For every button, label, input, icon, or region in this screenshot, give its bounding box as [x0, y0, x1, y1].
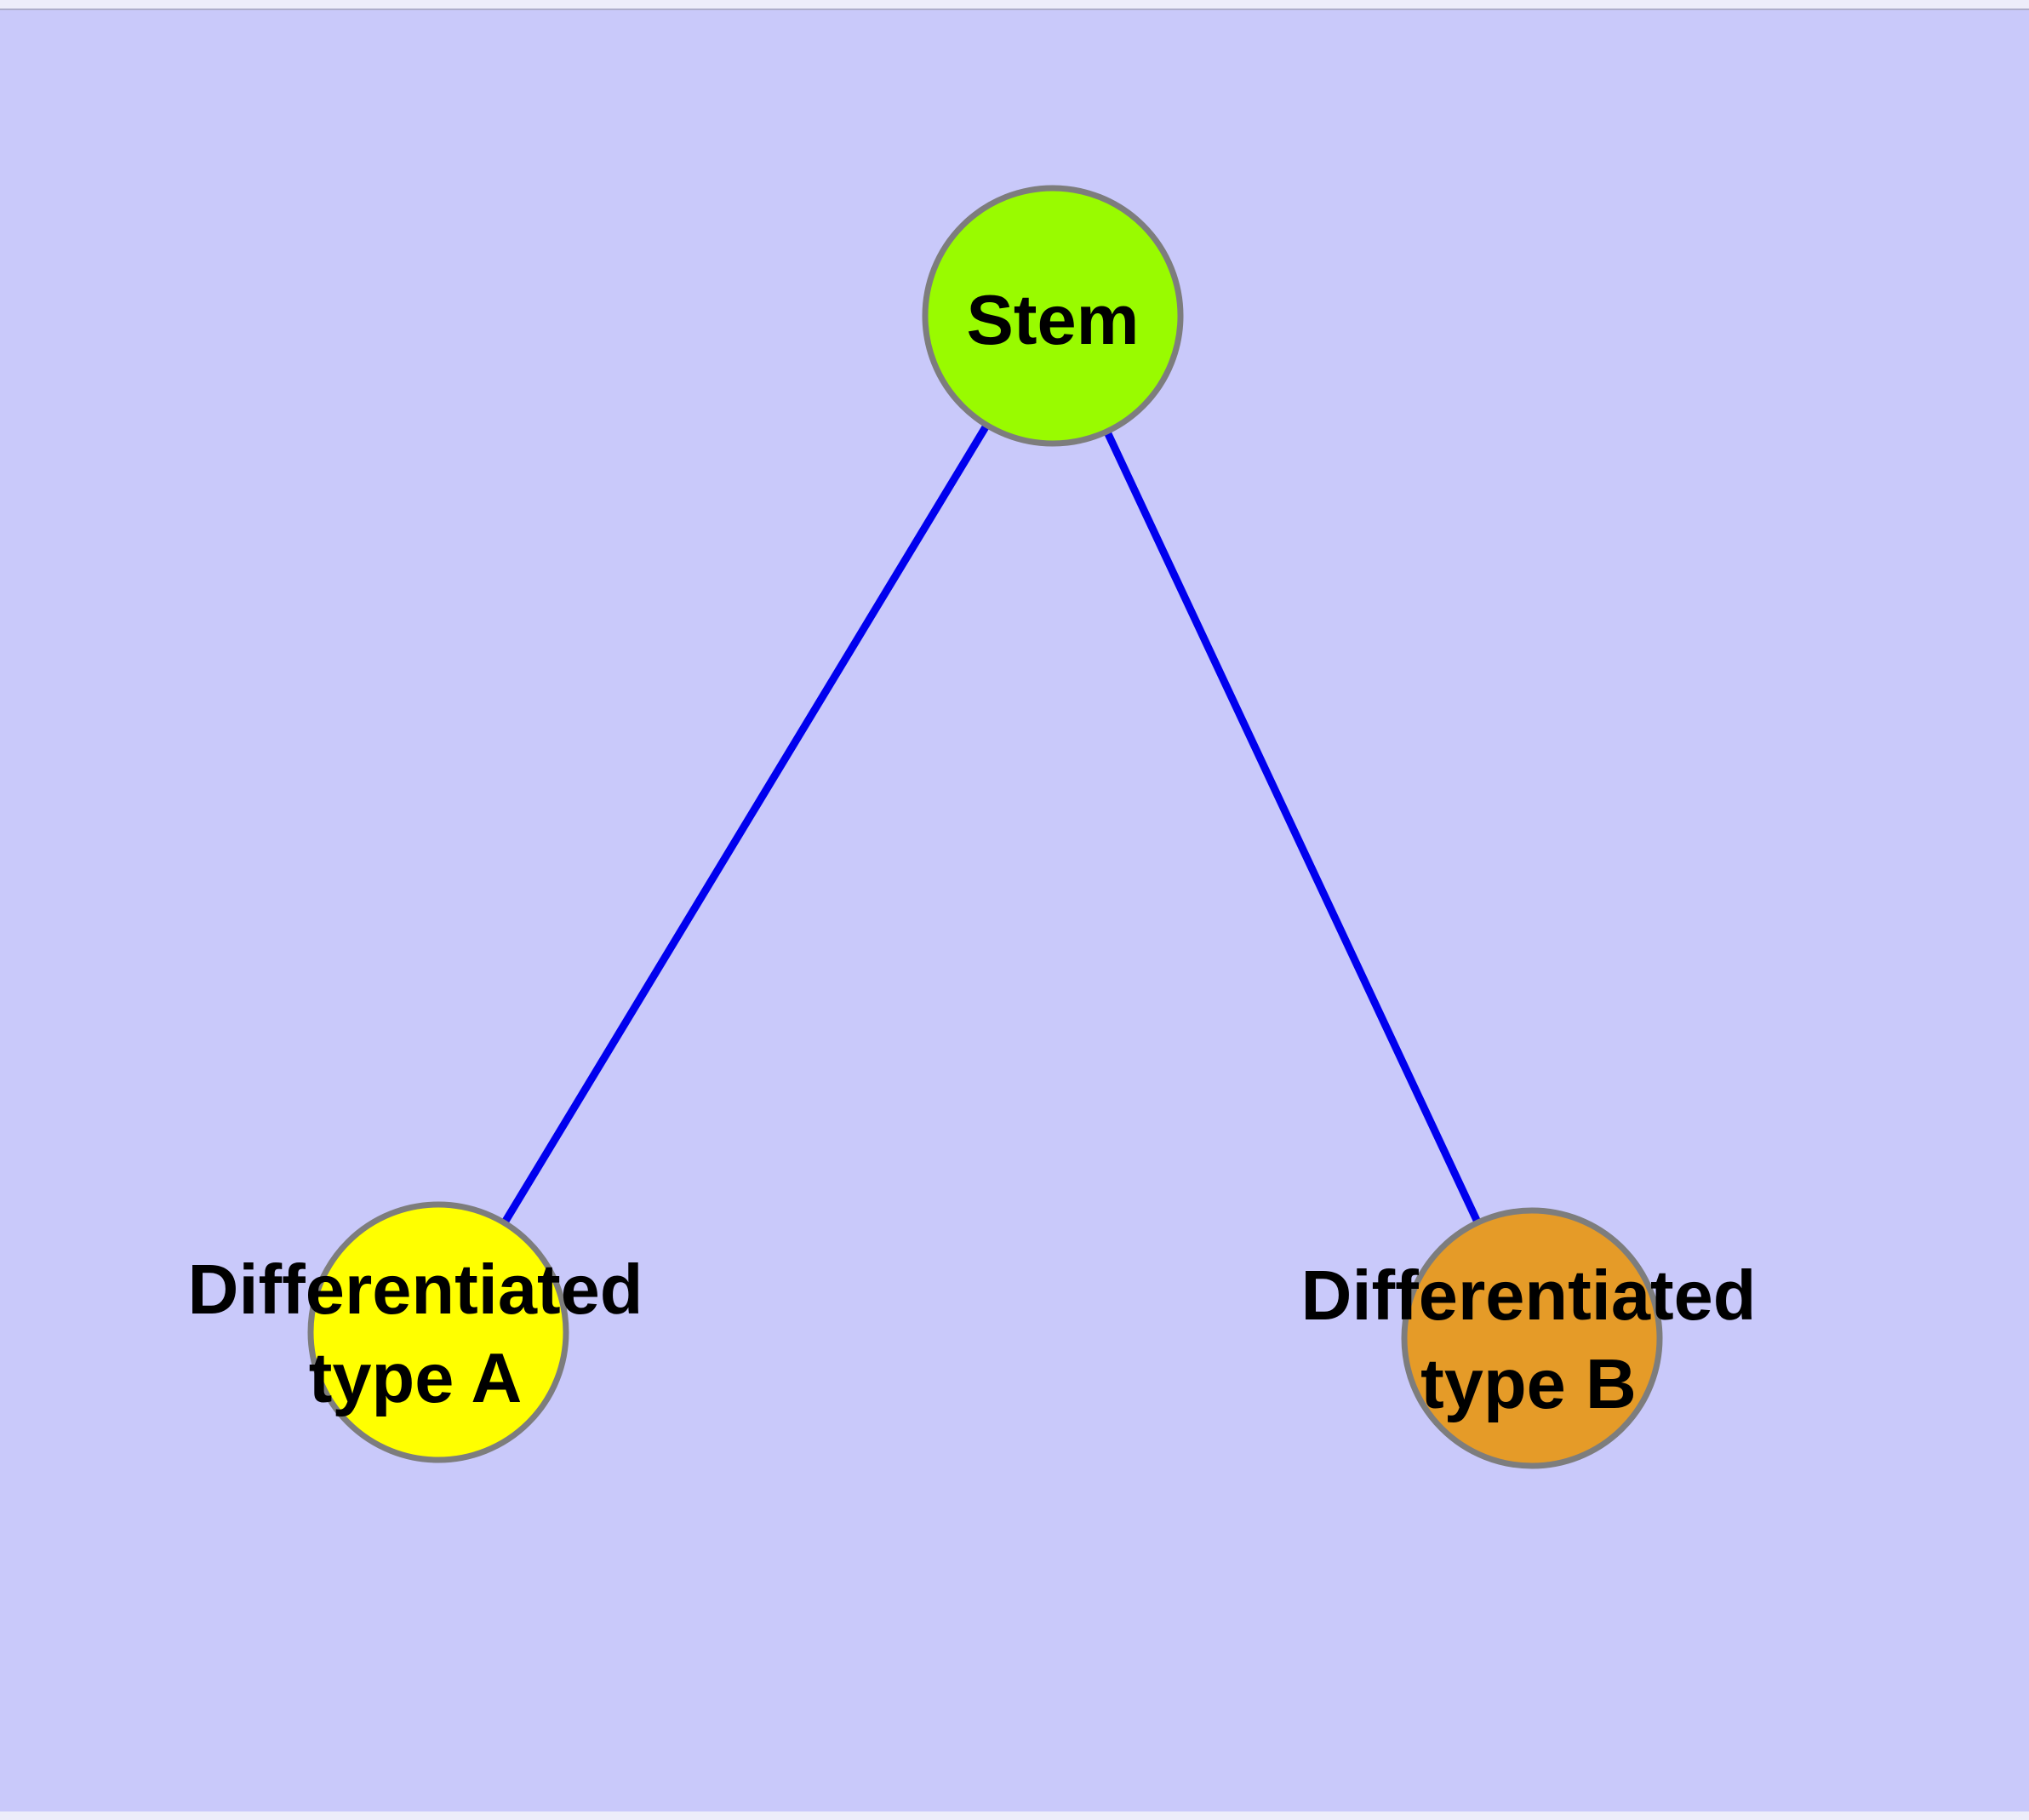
node-stem[interactable] — [922, 185, 1184, 447]
label-layer: Stem Differentiated type A Differentiate… — [188, 280, 1757, 1423]
node-type-a-label-line1: Differentiated — [188, 1250, 643, 1329]
window-edge-top — [0, 0, 2029, 9]
node-stem-label: Stem — [967, 280, 1140, 359]
node-type-b-label-line2: type B — [1420, 1344, 1637, 1423]
edge-stem-to-type-b[interactable] — [1049, 314, 1536, 1340]
node-type-b[interactable] — [1401, 1207, 1663, 1469]
edge-layer — [435, 313, 1536, 1340]
window-edge-top-shadow-line — [0, 9, 2029, 10]
node-type-a-label-line2: type A — [309, 1338, 523, 1417]
node-type-b-label-line1: Differentiated — [1301, 1256, 1757, 1335]
window-edge-bottom — [0, 1811, 2029, 1820]
node-type-a[interactable] — [307, 1201, 569, 1463]
node-layer — [307, 185, 1663, 1469]
edge-stem-to-type-a[interactable] — [435, 313, 1056, 1335]
